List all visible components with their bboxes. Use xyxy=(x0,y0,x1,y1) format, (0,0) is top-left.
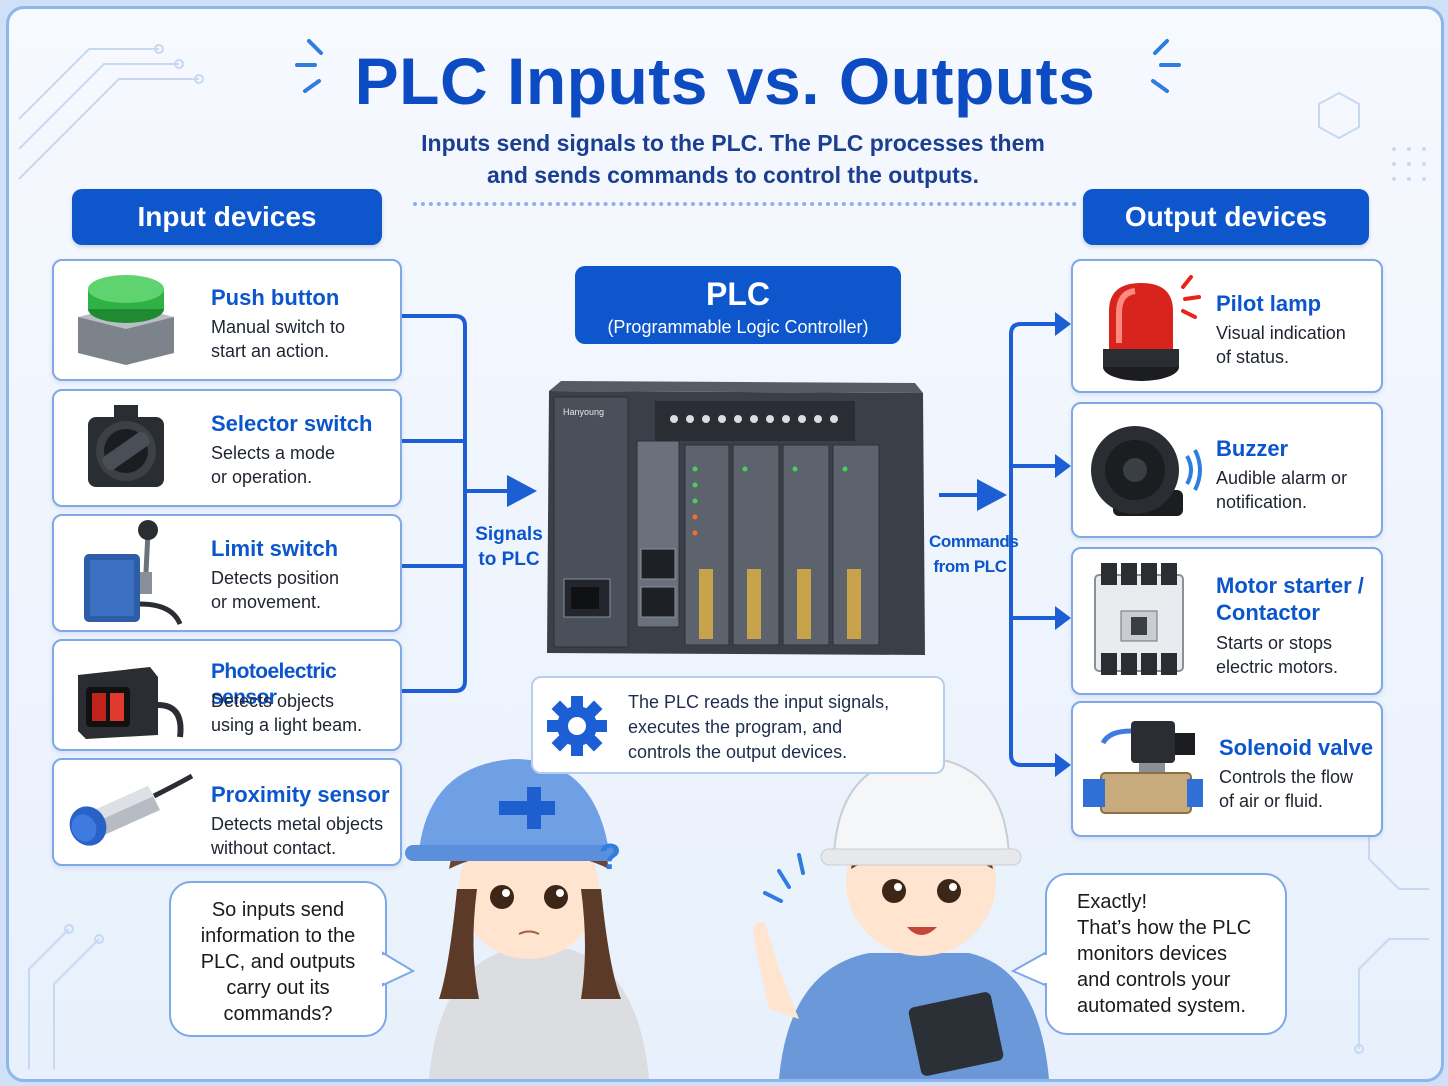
boy-bubble-line5: automated system. xyxy=(1077,995,1246,1017)
boy-bubble-line2: That’s how the PLC xyxy=(1077,917,1252,939)
output-title-pilot-lamp: Pilot lamp xyxy=(1216,291,1322,316)
commands-arrow-icon xyxy=(977,479,1007,511)
output-devices-header: Output devices xyxy=(1083,189,1369,245)
note-line3: controls the output devices. xyxy=(628,742,848,762)
question-mark-icon: ? xyxy=(599,836,621,877)
input-title-push-button: Push button xyxy=(211,285,340,310)
input-title-selector-switch: Selector switch xyxy=(211,411,373,436)
boy-speech-bubble: Exactly! That’s how the PLC monitors dev… xyxy=(1045,873,1287,1035)
boy-engineer-illustration xyxy=(753,755,1049,1079)
girl-engineer-illustration: ? xyxy=(405,759,649,1079)
input-desc2-photoelectric-sensor: using a light beam. xyxy=(211,715,363,735)
input-desc2-proximity-sensor: without contact. xyxy=(211,838,337,858)
plc-brand-label: Hanyoung xyxy=(563,407,605,417)
signals-label-line2: to PLC xyxy=(478,549,540,570)
girl-bubble-line3: PLC, and outputs xyxy=(200,951,356,973)
input-card-selector-switch: Selector switch Selects a mode or operat… xyxy=(52,389,402,507)
limit-switch-icon xyxy=(84,520,183,626)
signals-to-plc-label: Signals to PLC xyxy=(471,522,547,572)
input-desc2-push-button: start an action. xyxy=(211,341,330,361)
solenoid-valve-icon xyxy=(1083,721,1203,814)
girl-bubble-line4: carry out its xyxy=(226,977,330,999)
proximity-sensor-icon xyxy=(69,773,194,846)
input-title-photoelectric-sensor: Photoelectric sensor xyxy=(211,660,337,709)
output-title2-motor-starter: Contactor xyxy=(1216,600,1320,625)
girl-speech-bubble: So inputs send information to the PLC, a… xyxy=(169,881,387,1037)
output-desc2-buzzer: notification. xyxy=(1216,492,1308,512)
input-card-push-button: Push button Manual switch to start an ac… xyxy=(52,259,402,381)
input-desc1-push-button: Manual switch to xyxy=(211,317,346,337)
plc-hardware-icon xyxy=(547,381,925,655)
commands-label-line1: Commands xyxy=(929,532,1019,551)
subtitle-line-1: Inputs send signals to the PLC. The PLC … xyxy=(421,130,1045,156)
subtitle-line-2: and sends commands to control the output… xyxy=(487,162,979,188)
output-desc2-pilot-lamp: of status. xyxy=(1216,347,1290,367)
signals-arrow-icon xyxy=(507,475,537,507)
input-desc2-limit-switch: or movement. xyxy=(211,592,322,612)
input-desc1-proximity-sensor: Detects metal objects xyxy=(211,814,384,834)
buzzer-icon xyxy=(1091,426,1202,516)
signals-label-line1: Signals xyxy=(475,524,543,545)
output-card-pilot-lamp: Pilot lamp Visual indication of status. xyxy=(1071,259,1383,393)
output-card-buzzer: Buzzer Audible alarm or notification. xyxy=(1071,402,1383,538)
output-desc1-buzzer: Audible alarm or xyxy=(1216,468,1348,488)
title-spark-icon xyxy=(295,39,1181,93)
input-title-limit-switch: Limit switch xyxy=(211,536,339,561)
girl-bubble-line1: So inputs send xyxy=(211,899,345,921)
push-button-icon xyxy=(78,275,174,365)
output-desc1-pilot-lamp: Visual indication xyxy=(1216,323,1346,343)
boy-bubble-line1: Exactly! xyxy=(1077,891,1148,913)
boy-bubble-line3: monitors devices xyxy=(1077,943,1228,965)
infographic-frame: ? PLC Inputs vs. Outputs Inputs send sig… xyxy=(6,6,1444,1082)
input-card-photoelectric-sensor: Photoelectric sensor Detects objects usi… xyxy=(52,639,402,751)
output-desc1-motor-starter: Starts or stops xyxy=(1216,633,1333,653)
input-desc1-photoelectric-sensor: Detects objects xyxy=(211,691,335,711)
input-devices-header: Input devices xyxy=(72,189,382,245)
input-card-limit-switch: Limit switch Detects position or movemen… xyxy=(52,514,402,632)
plc-subtitle: (Programmable Logic Controller) xyxy=(607,317,869,337)
gear-icon xyxy=(547,696,607,756)
note-text: The PLC reads the input signals, execute… xyxy=(628,690,889,765)
input-connector-lines xyxy=(401,314,509,693)
contactor-icon xyxy=(1094,563,1184,675)
plc-header: PLC (Programmable Logic Controller) xyxy=(575,266,901,344)
pilot-lamp-icon xyxy=(1103,275,1201,381)
output-title-solenoid-valve: Solenoid valve xyxy=(1219,735,1374,760)
output-desc2-motor-starter: electric motors. xyxy=(1216,657,1339,677)
commands-from-plc-label: Commands from PLC xyxy=(929,529,1019,579)
page-title: PLC Inputs vs. Outputs xyxy=(354,44,1096,118)
commands-label-line2: from PLC xyxy=(933,557,1007,576)
selector-switch-icon xyxy=(88,405,164,487)
background-and-connectors: ? xyxy=(18,39,1429,1079)
dotted-divider xyxy=(413,202,1077,206)
boy-bubble-line4: and controls your xyxy=(1077,969,1231,991)
output-desc2-solenoid-valve: of air or fluid. xyxy=(1219,791,1324,811)
page-subtitle: Inputs send signals to the PLC. The PLC … xyxy=(333,127,1133,191)
note-line1: The PLC reads the input signals, xyxy=(628,692,890,712)
output-card-motor-starter: Motor starter / Contactor Starts or stop… xyxy=(1071,547,1383,695)
girl-bubble-line5: commands? xyxy=(223,1003,333,1025)
output-connector-lines xyxy=(939,322,1059,767)
output-card-solenoid-valve: Solenoid valve Controls the flow of air … xyxy=(1071,701,1383,837)
output-desc1-solenoid-valve: Controls the flow xyxy=(1219,767,1354,787)
input-title-proximity-sensor: Proximity sensor xyxy=(211,782,390,807)
input-desc2-selector-switch: or operation. xyxy=(211,467,313,487)
note-line2: executes the program, and xyxy=(628,717,843,737)
output-title-motor-starter: Motor starter / xyxy=(1216,573,1364,598)
plc-title: PLC xyxy=(706,276,770,312)
plc-explanation-note: The PLC reads the input signals, execute… xyxy=(531,676,945,774)
input-card-proximity-sensor: Proximity sensor Detects metal objects w… xyxy=(52,758,402,866)
output-title-buzzer: Buzzer xyxy=(1216,436,1289,461)
input-desc1-limit-switch: Detects position xyxy=(211,568,340,588)
photoelectric-sensor-icon xyxy=(78,667,184,739)
input-desc1-selector-switch: Selects a mode xyxy=(211,443,336,463)
girl-bubble-line2: information to the xyxy=(200,925,356,947)
